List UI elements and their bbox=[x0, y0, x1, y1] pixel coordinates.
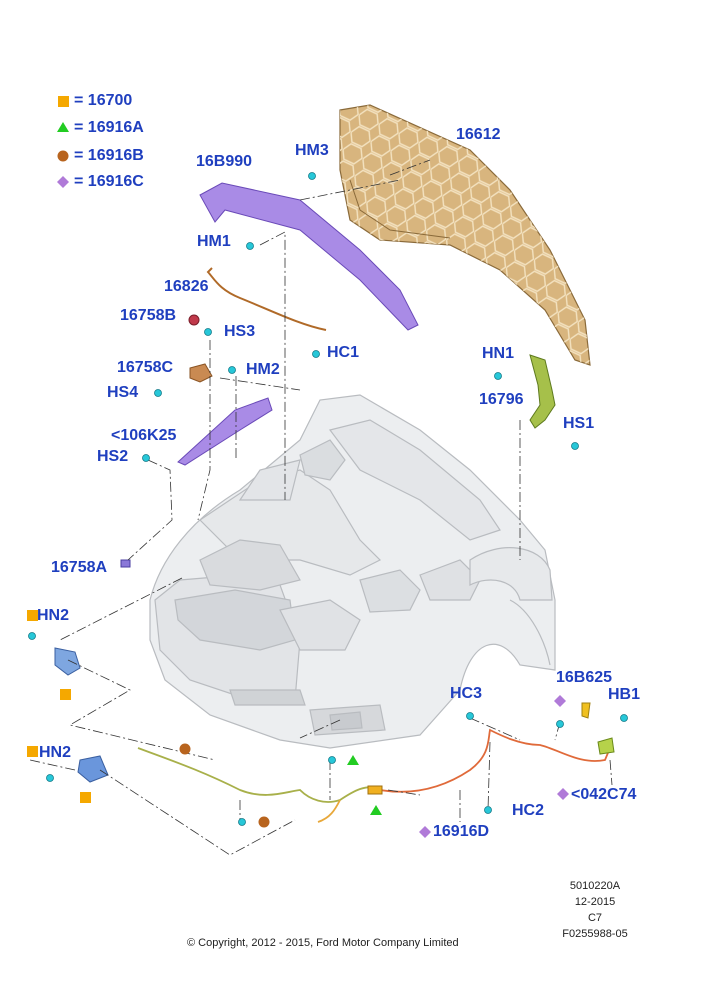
fastener-cable-a bbox=[238, 818, 246, 826]
fastener-hn1 bbox=[494, 372, 502, 380]
fastener-hc2 bbox=[484, 806, 492, 814]
hood-hinge-16796 bbox=[529, 354, 556, 429]
label-hc1[interactable]: HC1 bbox=[327, 344, 360, 361]
hood-latch-lower bbox=[77, 755, 109, 783]
cable-connector bbox=[367, 785, 383, 795]
square-16700-d bbox=[80, 792, 91, 803]
label-16b625[interactable]: 16B625 bbox=[556, 669, 613, 686]
reference-variant: C7 bbox=[587, 912, 603, 924]
legend-symbols bbox=[57, 96, 69, 188]
label-hn2-upper[interactable]: HN2 bbox=[37, 607, 70, 624]
reference-illustration-id: F0255988-05 bbox=[562, 928, 628, 940]
diamond-16916c-c bbox=[419, 826, 431, 838]
label-16826[interactable]: 16826 bbox=[164, 278, 209, 295]
handle-16b625 bbox=[581, 702, 591, 719]
label-hc2[interactable]: HC2 bbox=[512, 802, 545, 819]
label-hc3[interactable]: HC3 bbox=[450, 685, 483, 702]
label-hm3[interactable]: HM3 bbox=[295, 142, 329, 159]
legend-16916c: = 16916C bbox=[74, 173, 144, 190]
fastener-hs3 bbox=[204, 328, 212, 336]
fastener-hs2 bbox=[142, 454, 150, 462]
hood-seal-16b990 bbox=[199, 182, 419, 331]
reference-date: 12-2015 bbox=[574, 896, 616, 908]
legend-diamond-symbol bbox=[57, 176, 69, 188]
label-16916d[interactable]: 16916D bbox=[433, 823, 490, 840]
circle-16916b-b bbox=[258, 816, 270, 828]
label-hs3[interactable]: HS3 bbox=[224, 323, 256, 340]
label-16612[interactable]: 16612 bbox=[456, 126, 501, 143]
label-hm1[interactable]: HM1 bbox=[197, 233, 231, 250]
fastener-hm2 bbox=[228, 366, 236, 374]
fastener-markers bbox=[28, 172, 628, 826]
label-hb1[interactable]: HB1 bbox=[608, 686, 641, 703]
fastener-hb1 bbox=[620, 714, 628, 722]
legend-16916b: = 16916B bbox=[74, 147, 144, 164]
fastener-hc3 bbox=[466, 712, 474, 720]
triangle-16916a-a bbox=[347, 755, 359, 765]
fastener-hn2-upper bbox=[28, 632, 36, 640]
fastener-cable-b bbox=[328, 756, 336, 764]
legend-triangle-symbol bbox=[57, 122, 69, 132]
release-cable-olive-2 bbox=[317, 799, 341, 823]
diamond-16916c-a bbox=[554, 695, 566, 707]
fastener-hs1 bbox=[571, 442, 579, 450]
legend-16916a: = 16916A bbox=[74, 119, 144, 136]
triangle-16916a-b bbox=[370, 805, 382, 815]
hood-latch-upper bbox=[54, 647, 81, 676]
label-16796[interactable]: 16796 bbox=[479, 391, 524, 408]
bumper-16758b bbox=[188, 314, 200, 326]
legend-square-symbol bbox=[58, 96, 69, 107]
fastener-hs4 bbox=[154, 389, 162, 397]
symbol-markers bbox=[27, 610, 569, 838]
release-cable-olive bbox=[137, 747, 379, 803]
cowl-panel-106k25 bbox=[177, 397, 273, 466]
label-hs4[interactable]: HS4 bbox=[107, 384, 139, 401]
fastener-hc1 bbox=[312, 350, 320, 358]
fastener-hm3 bbox=[308, 172, 316, 180]
diamond-16916c-b bbox=[557, 788, 569, 800]
fastener-16b625 bbox=[556, 720, 564, 728]
leader-lines bbox=[29, 159, 613, 856]
release-cable-orange bbox=[379, 728, 611, 793]
label-hs1[interactable]: HS1 bbox=[563, 415, 595, 432]
copyright-notice: © Copyright, 2012 - 2015, Ford Motor Com… bbox=[187, 937, 459, 949]
circle-16916b-a bbox=[179, 743, 191, 755]
label-hm2[interactable]: HM2 bbox=[246, 361, 280, 378]
label-16758a[interactable]: 16758A bbox=[51, 559, 108, 576]
hood-panel bbox=[339, 104, 591, 366]
bracket-16758c bbox=[189, 363, 213, 383]
bracket-042c74 bbox=[597, 737, 615, 755]
label-hs2[interactable]: HS2 bbox=[97, 448, 129, 465]
square-16700-c bbox=[27, 746, 38, 757]
fastener-hm1 bbox=[246, 242, 254, 250]
label-hn1[interactable]: HN1 bbox=[482, 345, 515, 362]
prop-rod-16826 bbox=[206, 267, 327, 331]
legend-circle-symbol bbox=[57, 150, 69, 162]
reference-code: 5010220A bbox=[569, 880, 621, 892]
label-106k25[interactable]: <106K25 bbox=[111, 427, 177, 444]
square-16700-a bbox=[27, 610, 38, 621]
label-16758c[interactable]: 16758C bbox=[117, 359, 174, 376]
square-16700-b bbox=[60, 689, 71, 700]
bumper-16758a bbox=[120, 559, 131, 568]
label-16758b[interactable]: 16758B bbox=[120, 307, 177, 324]
fastener-hn2-lower bbox=[46, 774, 54, 782]
label-042c74[interactable]: <042C74 bbox=[571, 786, 637, 803]
vehicle-front-body bbox=[149, 394, 556, 749]
label-hn2-lower[interactable]: HN2 bbox=[39, 744, 72, 761]
label-16b990[interactable]: 16B990 bbox=[196, 153, 253, 170]
legend-16700: = 16700 bbox=[74, 92, 133, 109]
